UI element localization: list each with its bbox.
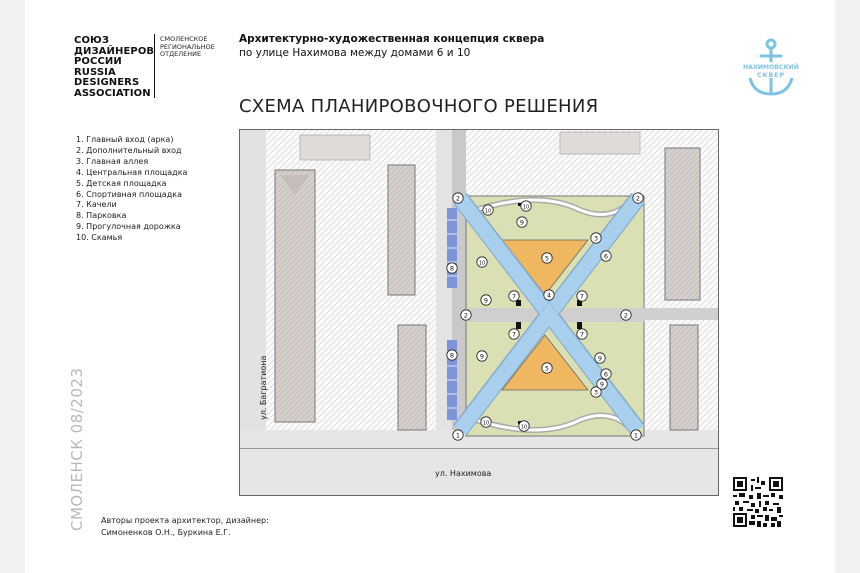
plan-marker: 7 (508, 328, 520, 340)
org-branch: СМОЛЕНСКОЕ РЕГИОНАЛЬНОЕ ОТДЕЛЕНИЕ (160, 35, 215, 59)
svg-text:1: 1 (634, 431, 638, 439)
plan-marker: 6 (600, 250, 612, 262)
building (387, 164, 416, 296)
svg-text:10: 10 (485, 208, 491, 214)
legend-item: 9. Прогулочная дорожка (76, 222, 181, 232)
svg-text:10: 10 (521, 424, 527, 430)
svg-text:2: 2 (456, 194, 460, 202)
legend-item: 5. Детская площадка (76, 178, 167, 188)
svg-text:10: 10 (523, 204, 529, 210)
plan-marker: 10 (476, 256, 488, 268)
svg-text:2: 2 (624, 311, 628, 319)
plan-marker: 10 (482, 204, 494, 216)
plan-marker: 10 (520, 200, 532, 212)
svg-text:10: 10 (483, 420, 489, 426)
plan-marker: 1 (630, 429, 642, 441)
svg-text:9: 9 (520, 218, 524, 226)
city-date-label: СМОЛЕНСК 08/2023 (68, 367, 86, 531)
plan-marker: 5 (541, 362, 553, 374)
plan-marker: 8 (446, 349, 458, 361)
playground-south (501, 334, 589, 391)
org-name: СОЮЗ ДИЗАЙНЕРОВ РОССИИ RUSSIA DESIGNERS … (74, 35, 155, 99)
plan-marker: 10 (480, 416, 492, 428)
plan-marker: 3 (590, 232, 602, 244)
svg-text:7: 7 (512, 292, 516, 300)
plan-marker: 9 (596, 378, 608, 390)
street-label-bagrationa: ул. Багратиона (259, 356, 268, 420)
svg-text:7: 7 (580, 330, 584, 338)
legend-list: 1. Главный вход (арка) 2. Дополнительный… (76, 135, 187, 244)
legend-item: 8. Парковка (76, 211, 127, 221)
site-plan: ул. Багратиона ул. Нахимова 1 1 2 2 2 2 3 3 4 5 5 6… (239, 129, 719, 496)
authors: Авторы проекта архитектор, дизайнер: Сим… (101, 516, 269, 537)
plan-marker: 4 (543, 289, 555, 301)
qr-code (733, 477, 783, 527)
svg-text:4: 4 (547, 291, 551, 299)
plan-marker: 3 (590, 386, 602, 398)
anchor-logo: НАХИМОВСКИЙ СКВЕР (743, 38, 799, 96)
project-subtitle: по улице Нахимова между домами 6 и 10 (239, 47, 471, 59)
plan-marker: 9 (594, 352, 606, 364)
plan-marker: 9 (476, 350, 488, 362)
svg-text:2: 2 (464, 311, 468, 319)
logo-text-top: НАХИМОВСКИЙ (743, 62, 799, 71)
svg-text:9: 9 (480, 352, 484, 360)
plan-marker: 7 (576, 290, 588, 302)
svg-text:9: 9 (484, 296, 488, 304)
svg-text:9: 9 (600, 380, 604, 388)
legend-item: 2. Дополнительный вход (76, 145, 182, 155)
legend-item: 6. Спортивная площадка (76, 189, 182, 199)
plan-marker: 8 (446, 262, 458, 274)
plan-marker: 5 (541, 252, 553, 264)
svg-text:7: 7 (580, 292, 584, 300)
plan-marker: 2 (452, 192, 464, 204)
svg-text:5: 5 (545, 254, 549, 262)
plan-marker: 1 (452, 429, 464, 441)
legend-item: 7. Качели (76, 200, 117, 210)
plan-marker: 2 (620, 309, 632, 321)
plan-marker: 6 (600, 368, 612, 380)
svg-text:10: 10 (479, 260, 485, 266)
logo-text-bottom: СКВЕР (757, 72, 785, 79)
svg-text:3: 3 (594, 234, 598, 242)
legend-item: 1. Главный вход (арка) (76, 135, 174, 144)
road-nakhimova (240, 430, 718, 495)
building (664, 147, 701, 301)
legend-item: 4. Центральная площадка (76, 167, 188, 177)
svg-text:2: 2 (636, 194, 640, 202)
road-bagrationa (240, 130, 266, 430)
svg-text:5: 5 (545, 364, 549, 372)
project-title: Архитектурно-художественная концепция ск… (239, 33, 545, 45)
plan-marker: 9 (516, 216, 528, 228)
legend-item: 3. Главная аллея (76, 156, 149, 166)
building (669, 324, 699, 431)
plan-marker: 7 (508, 290, 520, 302)
plan-marker: 9 (480, 294, 492, 306)
plan-marker: 2 (632, 192, 644, 204)
svg-text:1: 1 (456, 431, 460, 439)
svg-text:6: 6 (604, 370, 608, 378)
plan-marker: 2 (460, 309, 472, 321)
org-divider (154, 34, 155, 98)
svg-text:9: 9 (598, 354, 602, 362)
svg-text:8: 8 (450, 351, 454, 359)
svg-text:6: 6 (604, 252, 608, 260)
building (397, 324, 427, 431)
street-label-nakhimova: ул. Нахимова (435, 469, 491, 478)
legend-item: 10. Скамья (76, 233, 123, 243)
svg-text:7: 7 (512, 330, 516, 338)
plan-marker: 7 (576, 328, 588, 340)
svg-text:8: 8 (450, 264, 454, 272)
page-heading: СХЕМА ПЛАНИРОВОЧНОГО РЕШЕНИЯ (239, 96, 599, 117)
building (274, 169, 316, 423)
plan-marker: 10 (518, 420, 530, 432)
svg-text:3: 3 (594, 388, 598, 396)
